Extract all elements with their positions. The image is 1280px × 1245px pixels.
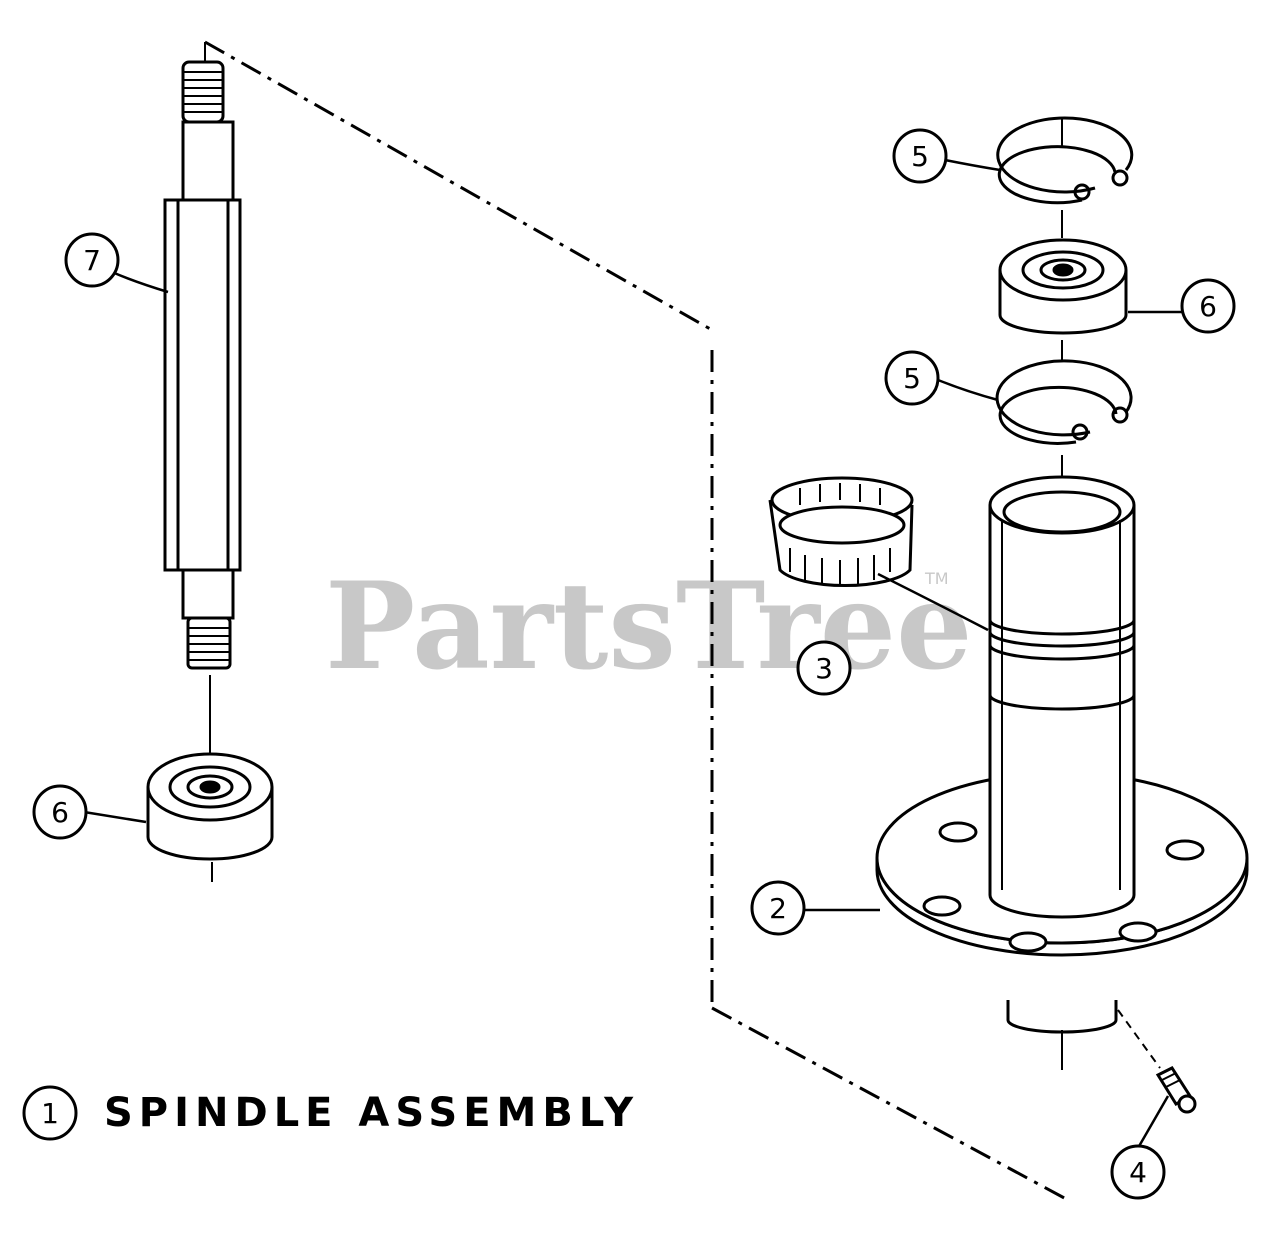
lower-bearing <box>146 752 274 882</box>
callout-5-top-label: 5 <box>911 140 929 173</box>
callout-7-label: 7 <box>83 244 101 277</box>
callout-5-mid-label: 5 <box>903 362 921 395</box>
title-callout-circle <box>22 1085 78 1141</box>
callout-5-mid: 5 <box>884 350 940 406</box>
callout-4-label: 4 <box>1129 1156 1147 1189</box>
spindle-housing <box>875 475 1249 1070</box>
title-callout-label: 1 <box>41 1097 59 1130</box>
assembly-boundary <box>204 40 1069 1202</box>
callout-6-right: 6 <box>1180 278 1236 334</box>
callout-3: 3 <box>796 640 852 696</box>
leader-lines <box>83 158 1182 1149</box>
trademark-text: TM <box>924 569 949 588</box>
assembly-title-text: SPINDLE ASSEMBLY <box>104 1090 639 1136</box>
callout-7: 7 <box>64 232 120 288</box>
spindle-shaft <box>163 42 242 780</box>
callout-2: 2 <box>750 880 806 936</box>
lower-snap-ring <box>995 359 1133 480</box>
callout-2-label: 2 <box>769 892 787 925</box>
grease-fitting <box>1117 1009 1197 1114</box>
upper-bearing <box>998 238 1128 362</box>
callout-6-left: 6 <box>32 784 88 840</box>
upper-snap-ring <box>996 116 1134 238</box>
callout-3-label: 3 <box>815 652 833 685</box>
callout-6-left-label: 6 <box>51 796 69 829</box>
callout-6-right-label: 6 <box>1199 290 1217 323</box>
callout-4: 4 <box>1110 1144 1166 1200</box>
assembly-title: 1 SPINDLE ASSEMBLY <box>22 1085 639 1141</box>
callout-5-top: 5 <box>892 128 948 184</box>
needle-bearing <box>768 476 914 588</box>
